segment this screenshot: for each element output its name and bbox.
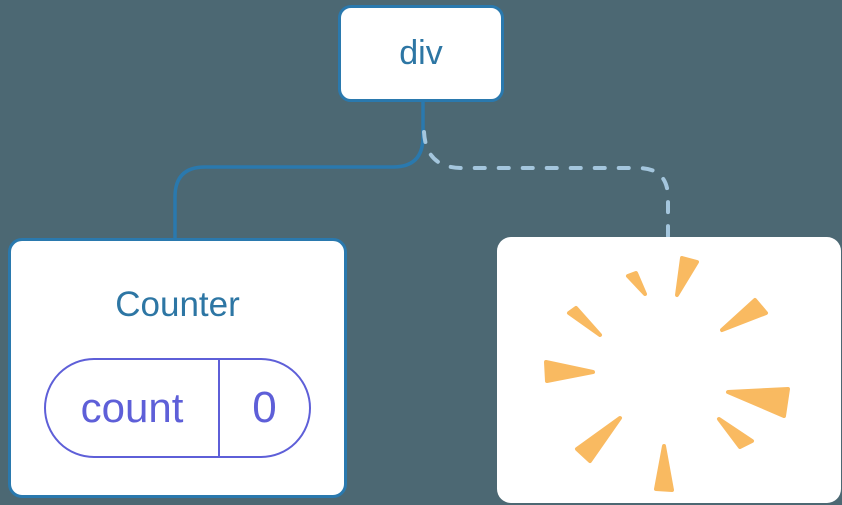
poof-ray-left xyxy=(544,360,595,383)
poof-ray-right xyxy=(726,387,790,418)
poof-ray-lower-right xyxy=(717,417,754,449)
poof-ray-top xyxy=(675,256,699,297)
poof-rays xyxy=(544,256,790,492)
counter-node: Counter count 0 xyxy=(8,238,347,498)
poof-ray-lower-left xyxy=(575,416,622,463)
counter-node-title: Counter xyxy=(115,285,240,324)
poof-ray-bottom xyxy=(654,444,674,492)
removed-node xyxy=(497,237,841,503)
poof-explosion-icon xyxy=(544,256,790,492)
root-node-div: div xyxy=(338,5,504,102)
state-pill-key: count xyxy=(46,360,220,456)
poof-ray-upper-left xyxy=(567,306,602,337)
poof-ray-top-left-small xyxy=(626,271,647,296)
root-node-label: div xyxy=(399,34,443,72)
link-root-to-removed-dashed xyxy=(422,130,670,239)
state-pill: count 0 xyxy=(44,358,311,458)
poof-ray-upper-right xyxy=(720,298,768,332)
link-root-to-counter-solid xyxy=(173,102,425,238)
state-pill-value: 0 xyxy=(252,383,277,432)
